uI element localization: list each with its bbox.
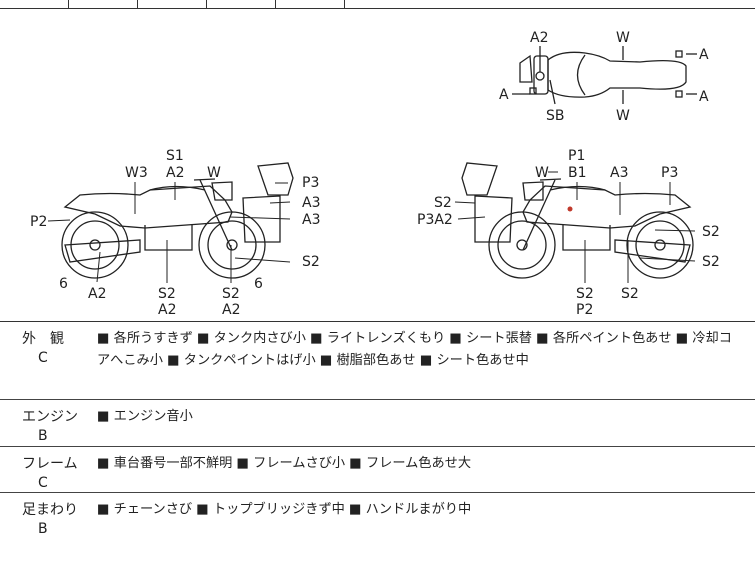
leader-lines: [454, 171, 696, 283]
diagram-label: 6: [254, 276, 263, 292]
diagram-label: P3A2: [417, 212, 453, 228]
diagram-label: A2: [222, 302, 240, 318]
section-grade: C: [38, 350, 48, 366]
table-cell: [68, 0, 138, 8]
section-notes: ■ エンジン音小: [97, 409, 193, 424]
diagram-label: B1: [568, 165, 587, 181]
diagram-label: S2: [702, 224, 720, 240]
section-name: エンジン: [22, 409, 78, 425]
section-name: 足まわり: [22, 502, 78, 518]
diagram-label: W3: [125, 165, 148, 181]
section-name: フレーム: [22, 456, 78, 472]
right-side-motorcycle: [461, 162, 694, 279]
diagram-label: P1: [568, 148, 585, 164]
table-cell: [0, 0, 69, 8]
table-cell: [275, 0, 345, 8]
diagram-label: SB: [546, 108, 565, 124]
damage-marker: [567, 206, 573, 212]
exterior-section: 外 観 C ■ 各所うすきず ■ タンク内さび小 ■ ライトレンズくもり ■ シ…: [0, 322, 755, 400]
section-notes: ■ チェーンさび ■ トップブリッジきず中 ■ ハンドルまがり中: [97, 502, 472, 517]
engine-section: エンジン B ■ エンジン音小: [0, 400, 755, 447]
table-cell: [206, 0, 276, 8]
section-notes: ■ 車台番号一部不鮮明 ■ フレームさび小 ■ フレーム色あせ大: [97, 456, 472, 471]
diagram-label: A2: [158, 302, 176, 318]
diagram-label: A3: [302, 195, 320, 211]
section-grade: B: [38, 521, 48, 537]
diagram-label: S2: [576, 286, 594, 302]
diagram-label: A3: [302, 212, 320, 228]
diagram-label: S2: [621, 286, 639, 302]
diagram-label: P2: [576, 302, 593, 318]
section-name: 外 観: [22, 331, 64, 347]
diagram-label: A2: [88, 286, 106, 302]
section-grade: C: [38, 475, 48, 491]
leader-lines: [47, 182, 291, 283]
diagram-label: A2: [166, 165, 184, 181]
diagram-label: W: [616, 108, 630, 124]
diagram-label: P2: [30, 214, 47, 230]
diagram-label: P3: [661, 165, 678, 181]
section-grade: B: [38, 428, 48, 444]
suspension-section: 足まわり B ■ チェーンさび ■ トップブリッジきず中 ■ ハンドルまがり中: [0, 493, 755, 561]
diagram-label: P3: [302, 175, 319, 191]
diagram-label: A: [699, 47, 709, 63]
diagram-label: W: [207, 165, 221, 181]
diagram-label: A2: [530, 30, 548, 46]
diagram-label: S2: [434, 195, 452, 211]
damage-diagram: A2 W A A A SB W S1 A2 W W3 P3 A3 A3 P2 S…: [0, 8, 755, 322]
diagram-label: W: [535, 165, 549, 181]
diagram-label: S2: [302, 254, 320, 270]
previous-table-row: [0, 0, 755, 9]
diagram-label: W: [616, 30, 630, 46]
diagram-label: S2: [702, 254, 720, 270]
diagram-label: A3: [610, 165, 628, 181]
frame-section: フレーム C ■ 車台番号一部不鮮明 ■ フレームさび小 ■ フレーム色あせ大: [0, 447, 755, 493]
diagram-label: S2: [222, 286, 240, 302]
section-notes: ■ 各所うすきず ■ タンク内さび小 ■ ライトレンズくもり ■ シート張替 ■…: [97, 331, 732, 368]
diagram-label: S1: [166, 148, 184, 164]
diagram-label: A: [499, 87, 509, 103]
left-side-motorcycle: [61, 162, 294, 279]
table-cell: [137, 0, 207, 8]
diagram-label: 6: [59, 276, 68, 292]
diagram-label: A: [699, 89, 709, 105]
motorcycle-diagram-svg: A2 W A A A SB W S1 A2 W W3 P3 A3 A3 P2 S…: [30, 30, 720, 318]
top-view-motorcycle: [512, 46, 697, 105]
diagram-label: S2: [158, 286, 176, 302]
